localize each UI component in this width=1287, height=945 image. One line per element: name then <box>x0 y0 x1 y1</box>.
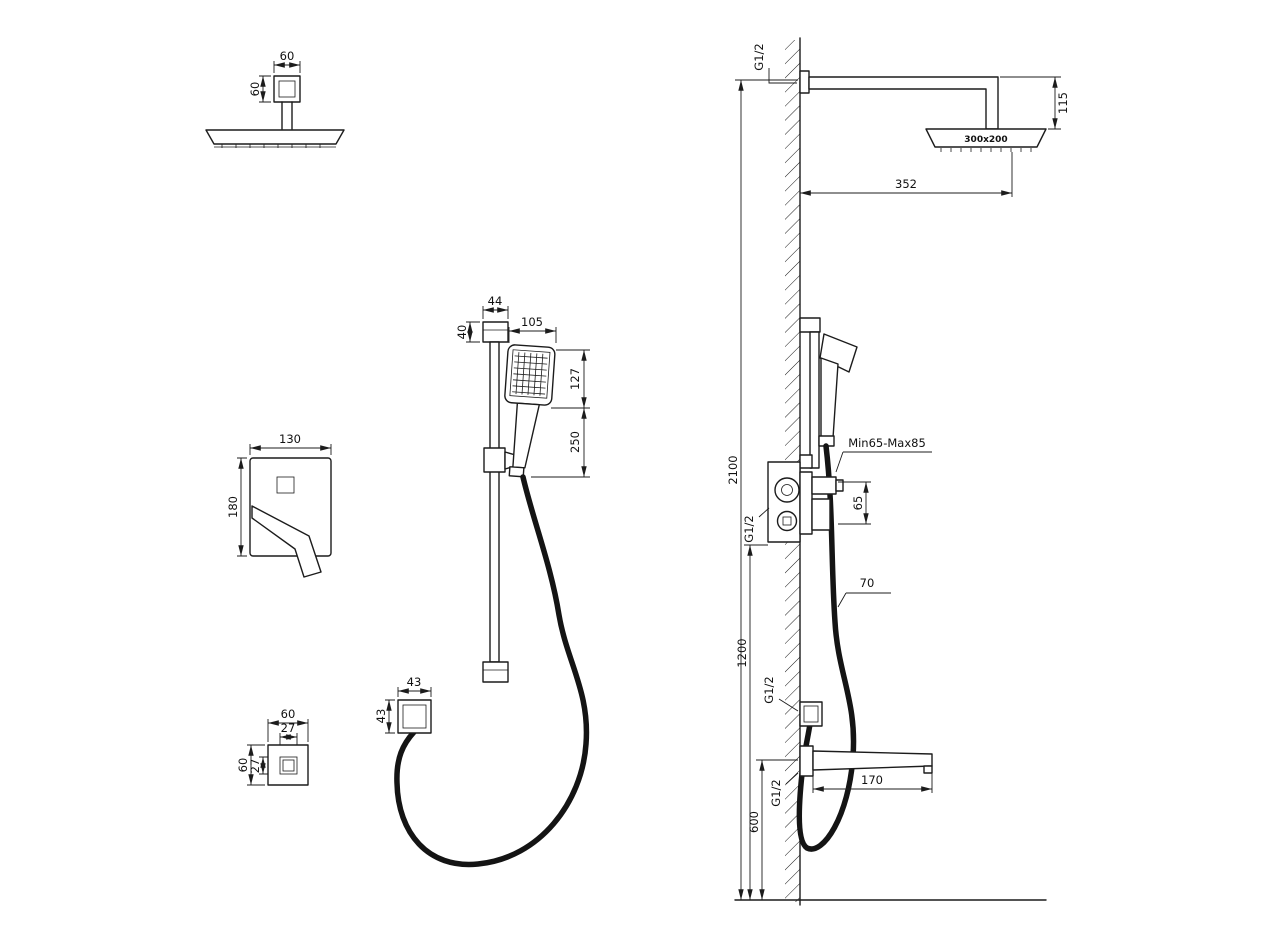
mixer-cartridge-lower <box>776 510 798 532</box>
shower-arm-side <box>808 76 999 130</box>
view-slide-rail-front: 44 40 105 127 250 43 <box>374 294 590 868</box>
dim-union-inner-width: 27 <box>281 721 296 735</box>
mixer-cartridge-upper-inner <box>781 484 793 496</box>
dim-spout-length: 170 <box>861 773 883 787</box>
shower-stem <box>281 101 293 130</box>
rail-slider <box>483 447 506 473</box>
dim-bracket-width: 44 <box>488 294 503 308</box>
dim-overall-height: 2100 <box>726 455 740 484</box>
mixer-lever-handle <box>251 505 322 578</box>
mixer-trim-side <box>799 471 813 535</box>
leader-valve-thread <box>758 507 770 518</box>
union-inner-square <box>282 759 295 772</box>
handset-nozzle-grid <box>512 352 548 396</box>
dim-union43-width: 43 <box>407 675 422 689</box>
label-arm-thread: G1/2 <box>752 43 766 70</box>
mixer-cartridge-upper <box>774 477 800 503</box>
leader-spout-thread <box>785 772 799 785</box>
nozzle-ticks <box>221 144 321 148</box>
label-recess-depth: Min65-Max85 <box>848 436 926 450</box>
ceiling-flange-inner <box>278 80 296 98</box>
dim-port-spacing: 65 <box>851 496 865 511</box>
handset-handle <box>512 402 540 469</box>
hose-wall-union-inner <box>402 704 427 729</box>
dim-plate-width: 130 <box>279 432 301 446</box>
label-hose-union-thread: G1/2 <box>762 676 776 703</box>
dim-bracket-depth: 40 <box>455 325 469 340</box>
dim-hose-outlet: 70 <box>860 576 875 590</box>
union-mid-square <box>279 756 298 775</box>
view-overhead-shower-front: 60 60 <box>205 49 345 148</box>
leader-arm-thread <box>768 68 797 84</box>
label-spout-thread: G1/2 <box>769 779 783 806</box>
mixer-handle-side <box>811 476 837 495</box>
handset-handle-side <box>820 357 839 439</box>
dim-flange-width: 60 <box>280 49 295 63</box>
hose-union-side <box>799 701 823 727</box>
rail-lower-bracket-side <box>799 454 813 469</box>
dim-handset-length: 250 <box>568 431 582 453</box>
ext-lines-head-drop <box>1000 76 1061 130</box>
union-outer-square <box>267 744 309 786</box>
view-wall-union-front: 60 27 60 27 <box>236 707 309 786</box>
view-mixer-front: 130 180 <box>226 432 332 578</box>
ceiling-flange-outline <box>273 75 301 103</box>
head-nozzle-ticks-side <box>940 148 1032 152</box>
arm-wall-flange <box>799 70 810 94</box>
hose-union-side-inner <box>803 705 819 723</box>
dim-handset-head: 127 <box>568 368 582 390</box>
dim-union-outer-width: 60 <box>281 707 296 721</box>
dim-union43-height: 43 <box>374 709 388 724</box>
spout-wall-plate <box>799 745 814 777</box>
mixer-handle-end <box>835 479 844 492</box>
rail-top-bracket <box>482 321 509 343</box>
dim-flange-height: 60 <box>248 82 262 97</box>
dim-union-inner-height: 27 <box>248 759 262 774</box>
spout-body-side <box>812 750 933 771</box>
ext-lines-handset-width <box>508 327 557 343</box>
dim-arm-reach: 352 <box>895 177 917 191</box>
leader-hose-union-thread <box>778 698 799 712</box>
slide-rail-bar <box>489 341 500 663</box>
dim-spout-height: 600 <box>747 811 761 833</box>
handset-head-side <box>819 333 858 373</box>
dim-plate-height: 180 <box>226 496 240 518</box>
slide-rail-side <box>809 331 820 469</box>
leader-recess-depth <box>835 451 932 473</box>
view-installation-side: G1/2 300x200 115 352 2100 <box>726 37 1070 906</box>
rail-bottom-bracket <box>482 661 509 683</box>
hose-wall-union <box>397 699 432 734</box>
overhead-head-side <box>925 128 1047 148</box>
leader-hose-outlet <box>837 592 891 608</box>
dim-head-drop: 115 <box>1056 92 1070 114</box>
dim-handset-width: 105 <box>521 315 543 329</box>
handset-spray-face <box>509 349 551 399</box>
shower-hose-front <box>394 474 590 868</box>
handset <box>504 344 556 478</box>
rail-bracket-side <box>799 317 821 333</box>
label-valve-thread: G1/2 <box>742 515 756 542</box>
diverter-button <box>276 476 295 494</box>
dim-union-outer-height: 60 <box>236 758 250 773</box>
dim-valve-height: 1200 <box>735 638 749 667</box>
handset-hose-connector <box>508 466 525 478</box>
label-head-size: 300x200 <box>964 135 1007 145</box>
spout-outlet-end <box>923 765 933 774</box>
mixer-cartridge-lower-inner <box>782 516 792 526</box>
overhead-shower-head-outline <box>205 129 345 145</box>
mixer-lower-trim-side <box>811 498 831 531</box>
